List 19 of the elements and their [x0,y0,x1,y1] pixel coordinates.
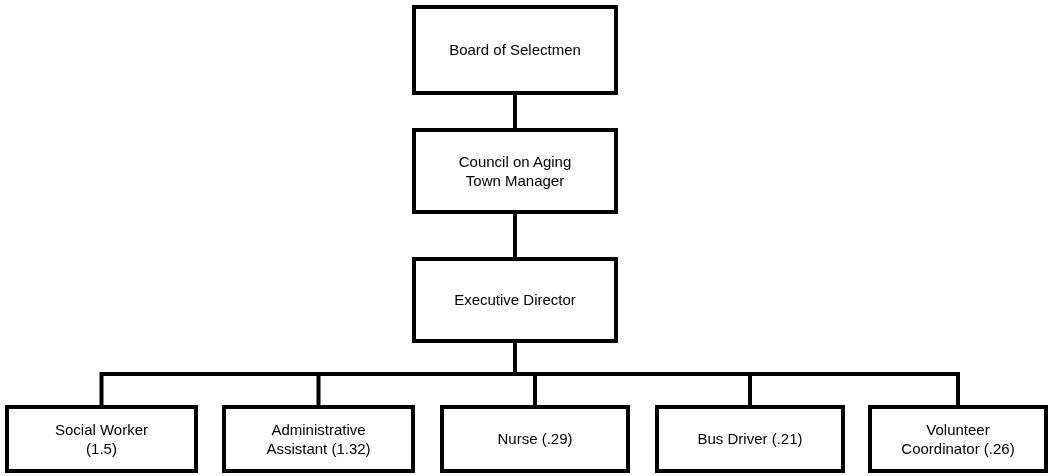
box-label: Executive Director [454,290,576,310]
box-label: Administrative Assistant (1.32) [265,419,372,459]
org-box [412,257,618,343]
org-box [440,405,630,473]
box-label: Social Worker (1.5) [53,419,150,459]
org-box [412,5,618,95]
box-label: Bus Driver (.21) [697,429,803,449]
box-label: Council on Aging Town Manager [457,151,573,191]
org-box [655,405,845,473]
box-label: Board of Selectmen [449,40,581,60]
org-box [5,405,198,473]
org-box [412,128,618,214]
connector-line [513,214,517,257]
org-box [868,405,1048,473]
box-label: Volunteer Coordinator (.26) [900,419,1016,459]
org-box [222,405,415,473]
box-label: Nurse (.29) [497,429,573,449]
connector-line [513,343,960,405]
connector-line [513,95,517,128]
